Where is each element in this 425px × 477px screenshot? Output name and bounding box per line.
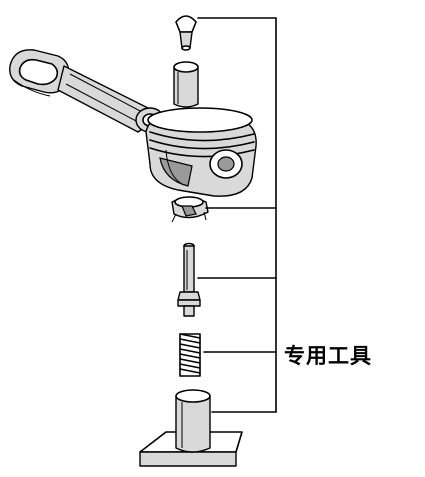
spring bbox=[179, 333, 201, 377]
piston-pin bbox=[173, 61, 199, 108]
piston bbox=[145, 107, 257, 197]
guide-shaft bbox=[177, 242, 201, 317]
callout-bracket bbox=[197, 17, 277, 413]
connecting-rod bbox=[9, 49, 165, 133]
guide-pin bbox=[175, 15, 197, 51]
nut-fastener bbox=[171, 196, 209, 223]
base-tool bbox=[139, 389, 243, 467]
special-tool-label: 专用工具 bbox=[284, 344, 372, 368]
